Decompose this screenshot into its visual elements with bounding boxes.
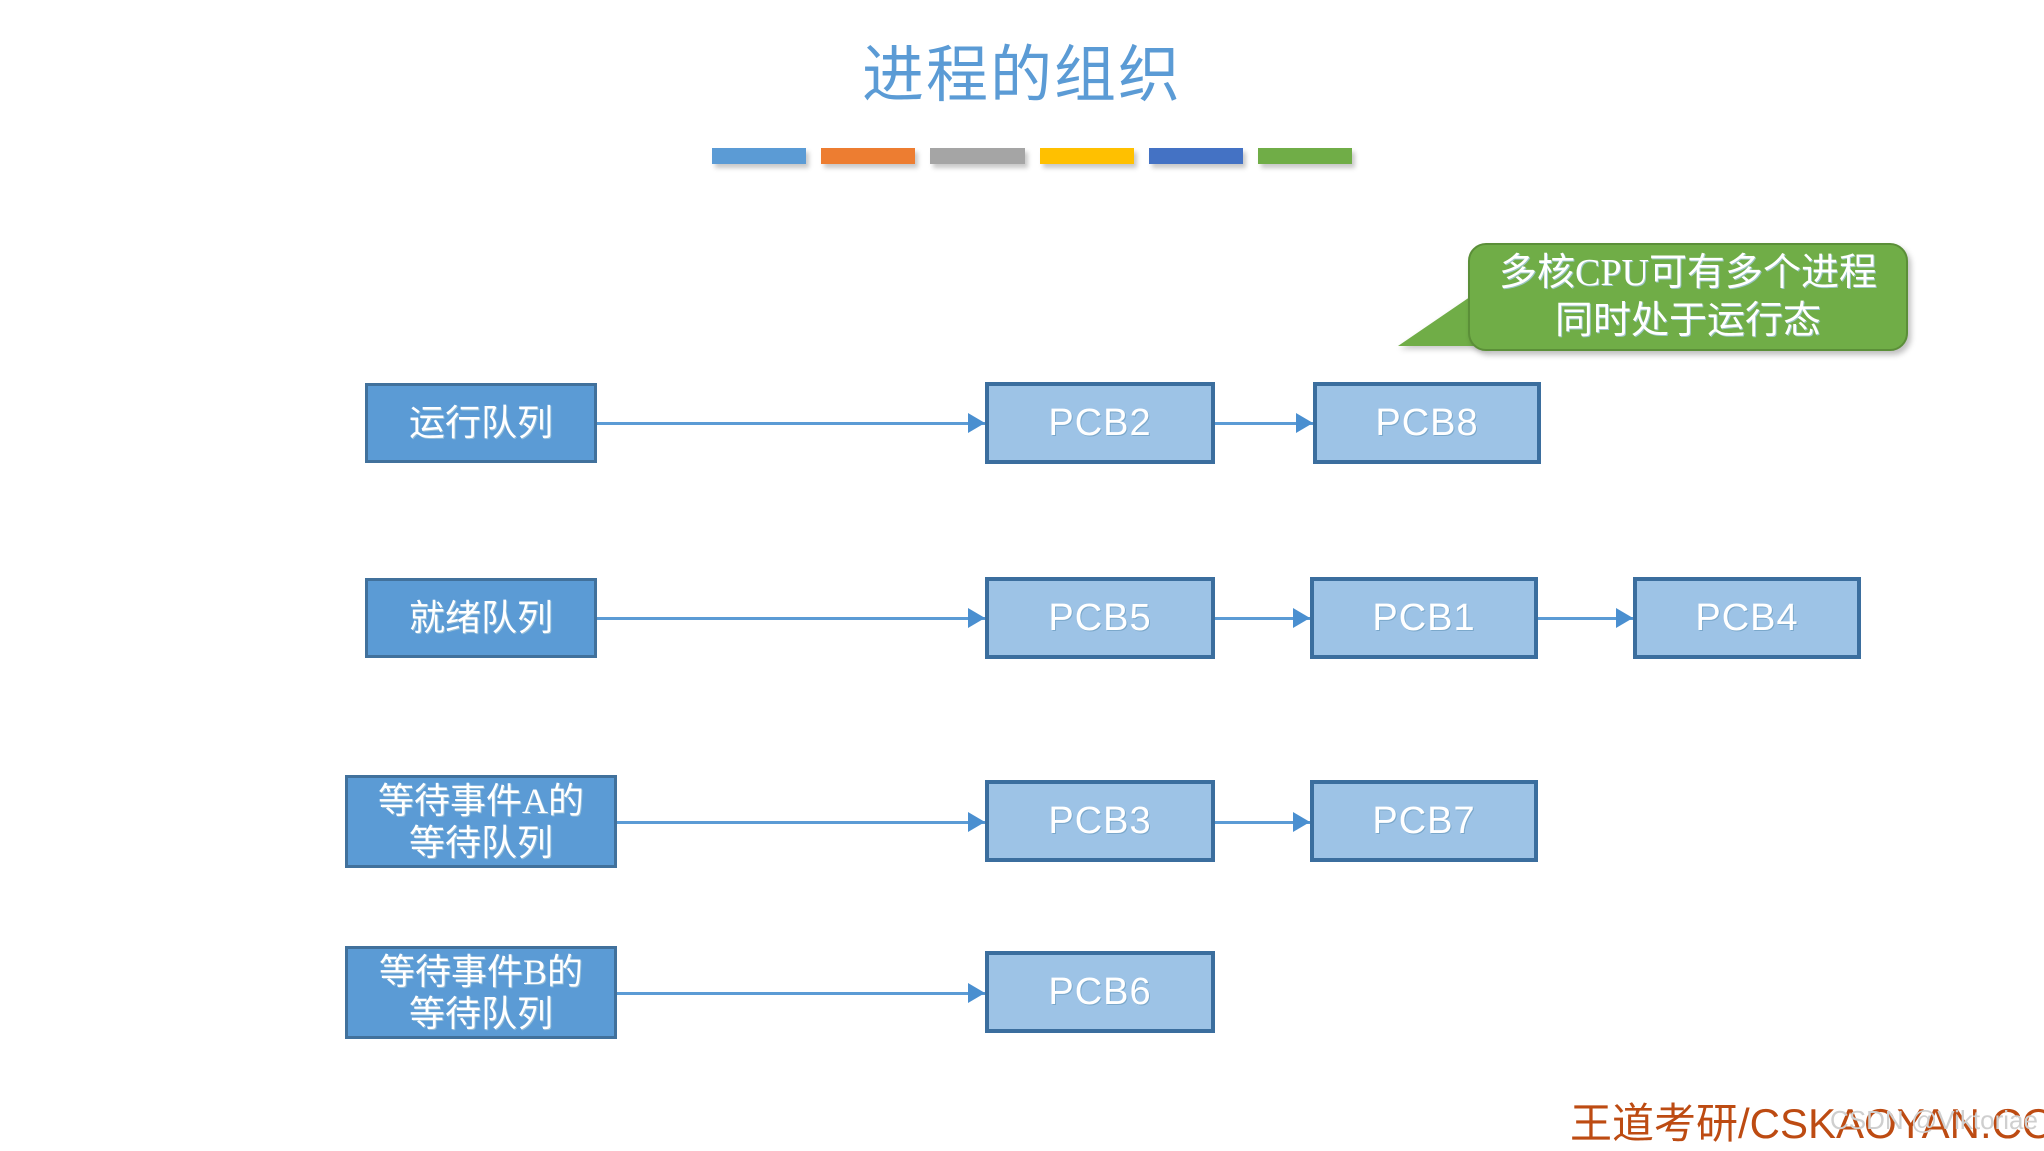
arrowhead-running-to-pcb2 xyxy=(968,413,985,433)
connector-pcb5-to-pcb1 xyxy=(1215,617,1310,620)
queue-box-ready: 就绪队列 xyxy=(365,578,597,658)
arrowhead-pcb2-to-pcb8 xyxy=(1296,413,1313,433)
arrowhead-wait-a-to-pcb3 xyxy=(968,812,985,832)
callout-multicore-note: 多核CPU可有多个进程 同时处于运行态 xyxy=(1398,243,1908,351)
arrowhead-pcb3-to-pcb7 xyxy=(1293,812,1310,832)
pcb-box-pcb4: PCB4 xyxy=(1633,577,1861,659)
pcb-box-pcb7: PCB7 xyxy=(1310,780,1538,862)
connector-wait-a-to-pcb3 xyxy=(617,821,985,824)
connector-running-to-pcb2 xyxy=(597,422,985,425)
title-bar-blue xyxy=(712,148,807,164)
pcb-box-pcb2: PCB2 xyxy=(985,382,1215,464)
queue-box-wait-event-b: 等待事件B的 等待队列 xyxy=(345,946,617,1039)
connector-wait-b-to-pcb6 xyxy=(617,992,985,995)
callout-bubble: 多核CPU可有多个进程 同时处于运行态 xyxy=(1468,243,1908,351)
page-title: 进程的组织 xyxy=(861,42,1182,110)
title-bar-dark-blue xyxy=(1148,148,1243,164)
title-bar-green xyxy=(1257,148,1353,164)
pcb-box-pcb5: PCB5 xyxy=(985,577,1215,659)
title-bar-gray xyxy=(930,148,1025,164)
pcb-box-pcb8: PCB8 xyxy=(1313,382,1541,464)
queue-box-running: 运行队列 xyxy=(365,383,597,463)
csdn-watermark: CSDN @Viktoriae xyxy=(1830,1105,2038,1135)
title-bar-yellow xyxy=(1039,148,1134,164)
connector-pcb2-to-pcb8 xyxy=(1215,422,1313,425)
connector-ready-to-pcb5 xyxy=(597,617,985,620)
pcb-box-pcb1: PCB1 xyxy=(1310,577,1538,659)
connector-pcb3-to-pcb7 xyxy=(1215,821,1310,824)
arrowhead-wait-b-to-pcb6 xyxy=(968,983,985,1003)
callout-text: 多核CPU可有多个进程 同时处于运行态 xyxy=(1499,252,1877,342)
connector-pcb1-to-pcb4 xyxy=(1538,617,1633,620)
arrowhead-pcb5-to-pcb1 xyxy=(1293,608,1310,628)
queue-box-wait-event-a: 等待事件A的 等待队列 xyxy=(345,775,617,868)
arrowhead-pcb1-to-pcb4 xyxy=(1616,608,1633,628)
brand-watermark: 王道考研/CSKAOYAN.COM xyxy=(1570,1100,2044,1147)
pcb-box-pcb3: PCB3 xyxy=(985,780,1215,862)
arrowhead-ready-to-pcb5 xyxy=(968,608,985,628)
title-bar-orange xyxy=(821,148,916,164)
pcb-box-pcb6: PCB6 xyxy=(985,951,1215,1033)
title-decoration-bars xyxy=(712,148,1353,170)
